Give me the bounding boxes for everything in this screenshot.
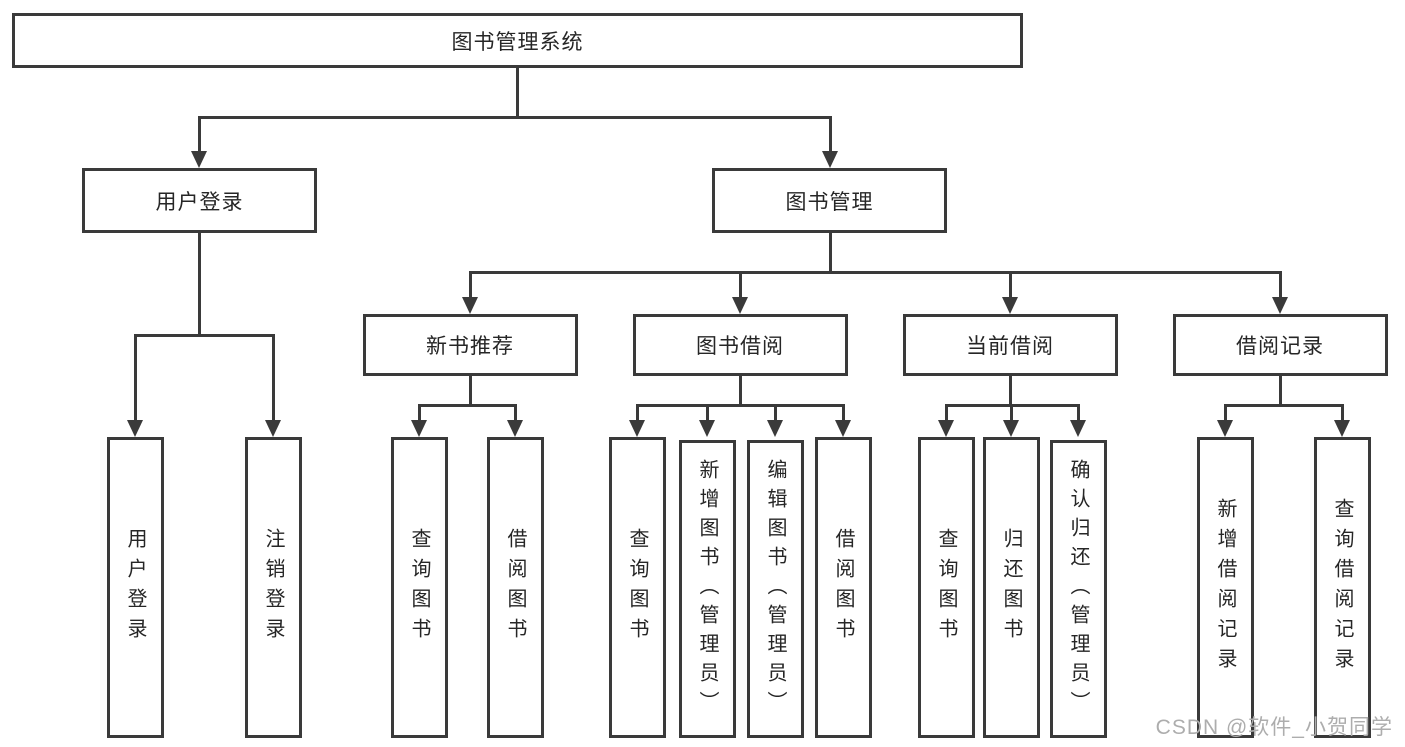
- arrow-down-icon: [699, 420, 715, 437]
- arrow-down-icon: [629, 420, 645, 437]
- leaf-borrow-books-recommend: 借阅图书: [486, 437, 544, 738]
- connector-line: [1223, 404, 1344, 407]
- connector-line: [468, 376, 472, 407]
- arrow-down-icon: [822, 151, 838, 168]
- connector-line: [1008, 376, 1012, 407]
- arrow-down-icon: [265, 420, 281, 437]
- arrow-down-icon: [835, 420, 851, 437]
- node-user-login-branch: 用户登录: [82, 168, 317, 233]
- connector-line: [944, 404, 1080, 407]
- connector-line: [513, 407, 517, 421]
- leaf-add-books-admin: 新增图书（管理员）: [678, 440, 736, 738]
- arrow-down-icon: [1003, 420, 1019, 437]
- leaf-user-login: 用户登录: [106, 437, 164, 738]
- arrow-down-icon: [732, 297, 748, 314]
- connector-line: [1340, 407, 1344, 421]
- leaf-query-books-borrowing: 查询图书: [608, 437, 666, 738]
- connector-line: [828, 233, 832, 271]
- leaf-edit-books-admin: 编辑图书（管理员）: [746, 440, 804, 738]
- arrow-down-icon: [1070, 420, 1086, 437]
- connector-line: [1076, 407, 1080, 421]
- connector-line: [841, 407, 845, 421]
- connector-line: [271, 337, 275, 421]
- connector-line: [705, 407, 709, 421]
- arrow-down-icon: [1217, 420, 1233, 437]
- connector-line: [417, 404, 517, 407]
- connector-line: [198, 233, 201, 336]
- arrow-down-icon: [507, 420, 523, 437]
- connector-line: [944, 407, 948, 421]
- connector-line: [773, 407, 777, 421]
- connector-line: [133, 337, 137, 421]
- connector-line: [1278, 274, 1282, 298]
- leaf-query-borrow-record: 查询借阅记录: [1313, 437, 1371, 738]
- leaf-return-books: 归还图书: [982, 437, 1040, 738]
- arrow-down-icon: [127, 420, 143, 437]
- connector-line: [738, 376, 742, 407]
- connector-line: [417, 407, 421, 421]
- node-new-book-recommend: 新书推荐: [362, 314, 578, 376]
- leaf-logout: 注销登录: [244, 437, 302, 738]
- connector-line: [515, 68, 519, 119]
- connector-line: [738, 274, 742, 298]
- node-book-borrowing: 图书借阅: [632, 314, 848, 376]
- arrow-down-icon: [411, 420, 427, 437]
- arrow-down-icon: [1002, 297, 1018, 314]
- node-root: 图书管理系统: [12, 13, 1023, 68]
- arrow-down-icon: [767, 420, 783, 437]
- connector-line: [133, 334, 275, 337]
- connector-line: [828, 119, 832, 152]
- leaf-add-borrow-record: 新增借阅记录: [1196, 437, 1254, 738]
- arrow-down-icon: [1334, 420, 1350, 437]
- connector-line: [1278, 376, 1282, 407]
- node-book-management-branch: 图书管理: [712, 168, 947, 233]
- leaf-query-books-current: 查询图书: [917, 437, 975, 738]
- connector-line: [1008, 274, 1012, 298]
- connector-line: [468, 271, 1282, 274]
- csdn-watermark: CSDN @软件_小贺同学: [1155, 716, 1393, 739]
- leaf-query-books-recommend: 查询图书: [390, 437, 448, 738]
- connector-line: [635, 404, 845, 407]
- arrow-down-icon: [462, 297, 478, 314]
- node-borrowing-records: 借阅记录: [1172, 314, 1388, 376]
- leaf-borrow-books-borrowing: 借阅图书: [814, 437, 872, 738]
- connector-line: [197, 119, 201, 152]
- node-current-borrowing: 当前借阅: [902, 314, 1118, 376]
- connector-line: [1223, 407, 1227, 421]
- connector-line: [635, 407, 639, 421]
- arrow-down-icon: [938, 420, 954, 437]
- connector-line: [1009, 407, 1013, 421]
- leaf-confirm-return-admin: 确认归还（管理员）: [1049, 440, 1107, 738]
- connector-line: [197, 116, 832, 119]
- arrow-down-icon: [191, 151, 207, 168]
- connector-line: [468, 274, 472, 298]
- arrow-down-icon: [1272, 297, 1288, 314]
